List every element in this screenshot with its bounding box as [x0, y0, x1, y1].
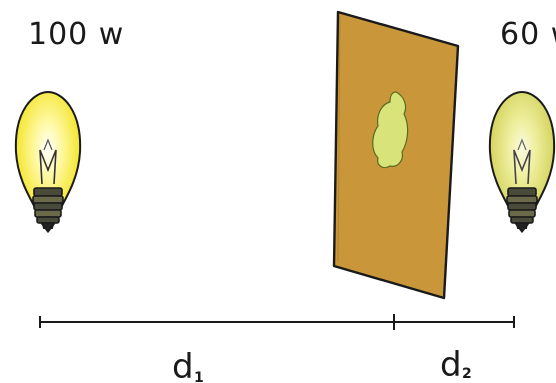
svg-text:d: d	[172, 347, 194, 383]
right-lamp-power-label: 60 w	[500, 17, 556, 52]
left-light-bulb-icon	[14, 90, 82, 234]
svg-text:2: 2	[462, 366, 472, 382]
distance-label-d1: d 1	[172, 347, 204, 383]
svg-text:1: 1	[194, 370, 204, 383]
distance-line	[39, 314, 515, 330]
left-lamp-power-label: 100 w	[28, 17, 124, 52]
distance-label-d2: d 2	[440, 345, 472, 383]
right-light-bulb-icon	[488, 90, 556, 234]
photometer-screen	[332, 10, 460, 300]
svg-text:d: d	[440, 345, 462, 383]
grease-spot	[372, 91, 409, 169]
